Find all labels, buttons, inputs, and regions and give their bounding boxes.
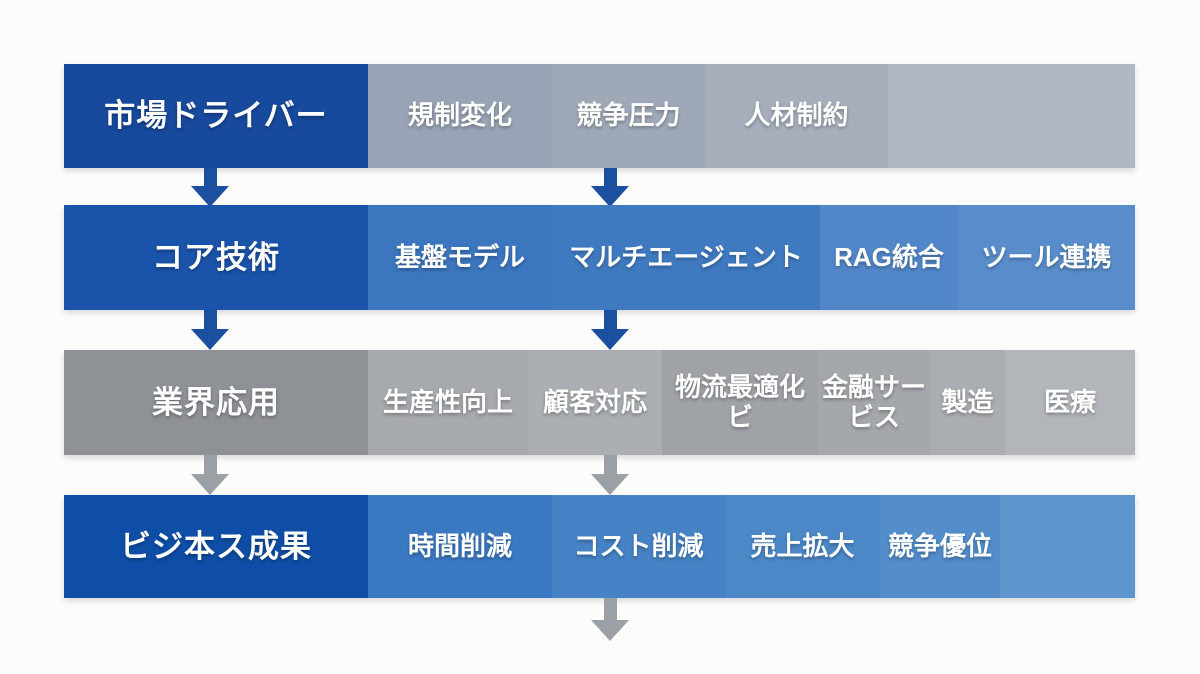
item-productivity-improvement: 生産性向上 (368, 350, 528, 455)
item-customer-service: 顧客対応 (528, 350, 662, 455)
item-regulatory-change: 規制変化 (368, 64, 552, 168)
item-time-reduction: 時間削減 (368, 495, 552, 598)
down-arrow-icon (191, 455, 229, 495)
business-outcomes-header: ビジ本ス成果 (64, 495, 368, 598)
down-arrow-icon (591, 310, 629, 350)
item-tool-integration: ツール連携 (958, 205, 1135, 310)
arrow-stem (603, 310, 617, 329)
item-competitive-advantage: 競争優位 (880, 495, 1000, 598)
item-revenue-growth: 売上拡大 (725, 495, 880, 598)
arrow-stem (603, 598, 617, 620)
row-market-drivers: 市場ドライバー 規制変化 競争圧力 人材制約 (64, 64, 1135, 168)
market-drivers-header: 市場ドライバー (64, 64, 368, 168)
arrow-head (191, 329, 229, 350)
arrow-stem (603, 455, 617, 474)
down-arrow-icon (591, 168, 629, 207)
industry-applications-header: 業界応用 (64, 350, 368, 455)
item-competitive-pressure: 競争圧力 (552, 64, 705, 168)
row-core-technology: コア技術 基盤モデル マルチエージェント RAG統合 ツール連携 (64, 205, 1135, 310)
down-arrow-icon (191, 310, 229, 350)
arrow-stem (603, 168, 617, 186)
item-talent-constraints: 人材制約 (705, 64, 888, 168)
item-multi-agent: マルチエージェント (552, 205, 820, 310)
arrow-head (191, 474, 229, 495)
item-rag-integration: RAG統合 (820, 205, 958, 310)
arrow-stem (203, 168, 217, 186)
arrow-head (591, 474, 629, 495)
row1-filler-segment (888, 64, 1135, 168)
row-business-outcomes: ビジ本ス成果 時間削減 コスト削減 売上拡大 競争優位 (64, 495, 1135, 598)
item-logistics-optimization: 物流最適化 ビ (662, 350, 818, 455)
core-technology-header: コア技術 (64, 205, 368, 310)
down-arrow-icon (591, 455, 629, 495)
arrow-head (591, 186, 629, 207)
item-healthcare: 医療 (1005, 350, 1135, 455)
row-industry-applications: 業界応用 生産性向上 顧客対応 物流最適化 ビ 金融サー ビス 製造 医療 (64, 350, 1135, 455)
arrow-stem (203, 310, 217, 329)
arrow-head (591, 620, 629, 641)
item-manufacturing: 製造 (930, 350, 1005, 455)
arrow-head (591, 329, 629, 350)
down-arrow-icon (591, 598, 629, 641)
arrow-head (191, 186, 229, 207)
item-cost-reduction: コスト削減 (552, 495, 725, 598)
row4-filler-segment (1000, 495, 1135, 598)
arrow-stem (203, 455, 217, 474)
item-financial-services: 金融サー ビス (818, 350, 930, 455)
down-arrow-icon (191, 168, 229, 207)
item-foundation-models: 基盤モデル (368, 205, 552, 310)
